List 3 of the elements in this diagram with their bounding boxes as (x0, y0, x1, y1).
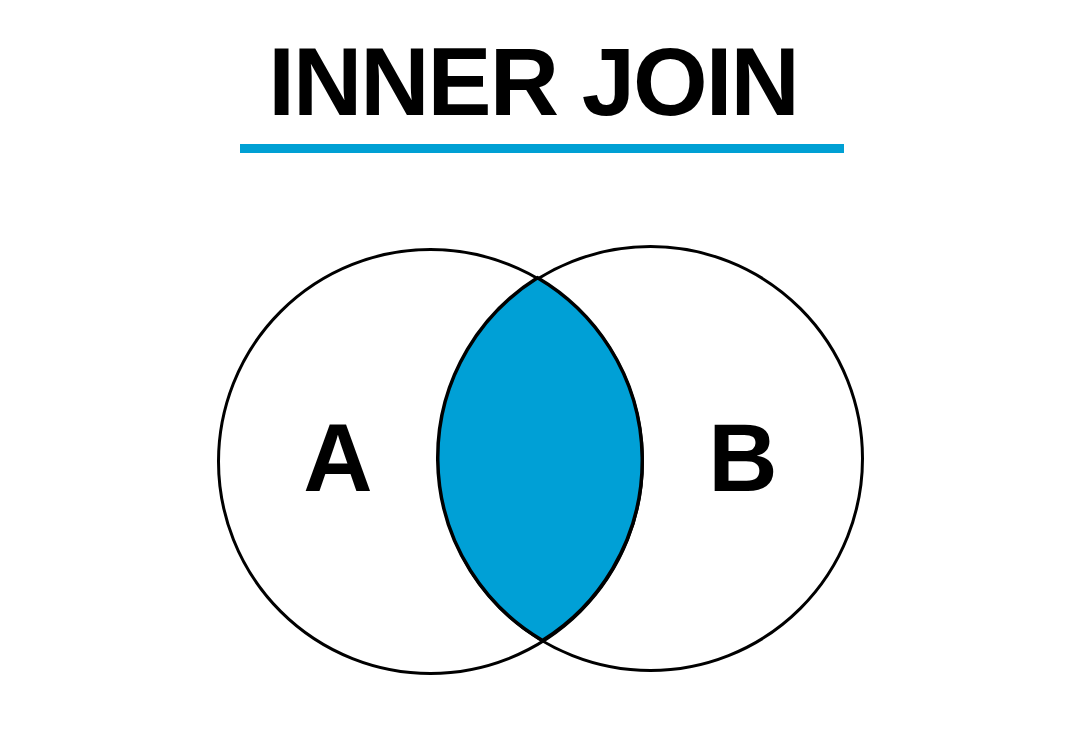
title: INNER JOIN (268, 34, 798, 130)
set-label: A (303, 410, 373, 506)
set-label: B (708, 410, 778, 506)
